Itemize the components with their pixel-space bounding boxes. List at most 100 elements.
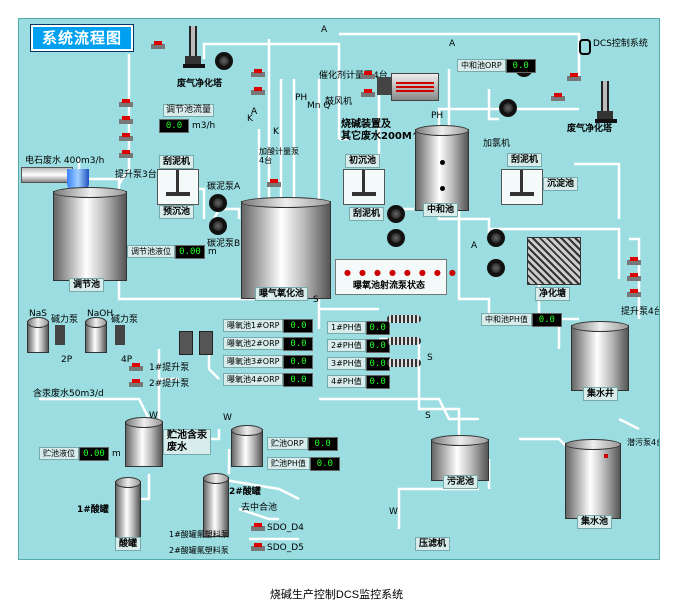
ph-probe-3 [387,359,421,367]
reg-flow-value: 0.0 [159,118,189,133]
valve-icon[interactable] [361,89,375,99]
orp2-display: 曝氧池2#ORP 0.0 [223,336,314,351]
jet-pump-state-panel: ●●●●●●●● [335,259,456,295]
storage-level-value: 0.00 [79,446,109,461]
valve-icon[interactable] [361,71,375,81]
purify-tank[interactable] [527,237,581,285]
reaction-tank[interactable] [231,425,263,467]
valve-icon[interactable] [251,69,265,79]
reg-flow-label: 调节池流量 [163,104,215,117]
valve-icon[interactable] [567,73,581,83]
storage-ph-display: 贮池PH值 0.0 [267,456,340,471]
valve-icon[interactable] [129,379,143,389]
sludge-tank-label: 污泥池 [443,475,479,489]
valve-icon[interactable] [551,93,565,103]
valve-icon[interactable] [251,87,265,97]
meter-pump-b[interactable] [115,325,125,345]
fan-icon[interactable] [499,99,517,117]
pump-icon[interactable] [387,205,405,223]
ph1-display: 1#PH值 0.0 [327,320,390,335]
pre-settling-tank[interactable] [157,169,199,205]
pump-icon[interactable] [387,229,405,247]
storage-orp-label: 贮池ORP [267,437,308,450]
neutral-tank[interactable] [415,125,469,211]
neutral-ph-label: 中和池PH值 [481,313,532,326]
meter-pump-a[interactable] [55,325,65,345]
lift-pump-motor[interactable] [179,331,193,355]
valve-icon[interactable] [251,523,265,533]
scrubber-tower-icon [595,81,617,123]
ph1-value: 0.0 [365,320,390,335]
valve-icon[interactable] [627,289,641,299]
line-s-label: S [313,295,319,305]
ph2-label: 2#PH值 [327,339,366,352]
neutral-orp-display: 中和池ORP 0.0 [457,58,536,73]
primary-settling-tank[interactable] [343,169,385,205]
line-ph-label: PH [295,93,308,103]
valve-icon[interactable] [119,133,133,143]
acid-add-label: 加氯机 [483,139,511,149]
acid-meter-pump-label: 加酸计量泵4台 [259,147,299,165]
reg-level-label: 调节池液位 [127,245,175,258]
other-water-label: 烧碱装置及 其它废水200M^3/H [341,119,440,142]
collect-well[interactable] [571,321,629,391]
valve-icon[interactable] [267,179,281,189]
mercury-storage-tank[interactable] [125,417,163,467]
sludge-pump-a[interactable] [209,194,227,212]
mercury-water-label: 含汞废水50m3/d [33,389,104,399]
aeration-tank[interactable] [241,197,331,299]
line-a-label: A [251,107,258,117]
storage-tank-label: 贮池含汞 废水 [163,429,211,455]
blower-label: 鼓风机 [325,97,353,107]
naoh-tank[interactable] [85,317,107,353]
lift-pump-label: 提升泵3台 [115,170,157,180]
lift-1-label: 1#提升泵 [149,363,190,373]
line-s-label: S [427,353,433,363]
reg-level-display: 调节池液位 0.00 m [127,244,217,259]
neutral-orp-label: 中和池ORP [457,59,506,72]
sludge-pump-b-label: 碳泥泵B [207,239,241,249]
valve-icon[interactable] [251,543,265,553]
nas-tank[interactable] [27,317,49,353]
acid-pump-2-label: 2#酸罐氟塑料泵 [169,546,229,555]
valve-icon[interactable] [627,273,641,283]
collect-pool[interactable] [565,439,621,519]
dcs-label[interactable]: DCS控制系统 [593,39,648,49]
valve-icon[interactable] [627,257,641,267]
line-k-label: K [273,127,279,137]
line-k-label: K [247,114,253,124]
settling-tank[interactable] [501,169,543,205]
to-neutral-label: 去中合池 [241,503,278,513]
blower-machine[interactable] [391,73,439,101]
valve-icon[interactable] [119,99,133,109]
valve-icon[interactable] [119,150,133,160]
valve-icon[interactable] [151,41,165,51]
neutral-tank-label: 中和池 [423,203,459,217]
orp1-display: 曝氧池1#ORP 0.0 [223,318,314,333]
sludge-pump-a-label: 碳泥泵A [207,182,241,192]
regulating-tank[interactable] [53,187,127,281]
scraper-1-label: 刮泥机 [159,155,195,169]
naoh-label: NaOH [87,309,114,319]
ph4-value: 0.0 [365,374,390,389]
orp3-value: 0.0 [283,354,314,369]
sludge-pump-b[interactable] [209,217,227,235]
orp2-label: 曝氧池2#ORP [223,337,284,350]
acid-tank-1[interactable] [115,477,141,543]
orp3-display: 曝氧池3#ORP 0.0 [223,354,314,369]
page-title: 系统流程图 [31,25,133,51]
pump-icon[interactable] [487,229,505,247]
primary-settling-label: 初沉池 [345,154,381,168]
valve-icon[interactable] [119,116,133,126]
acid-tank-2[interactable] [203,473,229,537]
ph-probe-2 [387,337,421,345]
settling-label: 沉淀池 [543,177,579,191]
valve-icon[interactable] [129,363,143,373]
lift-pump-motor[interactable] [199,331,213,355]
orp1-value: 0.0 [283,318,314,333]
line-w-label: W [149,411,158,421]
nas-label: NaS [29,309,47,319]
pump-icon[interactable] [487,259,505,277]
scada-screen: 系统流程图 DCS控制系统 废气净化塔 废气净化塔 调节池流量 0.0 m3/h… [18,18,660,560]
scrubber-fan-1[interactable] [215,52,233,70]
